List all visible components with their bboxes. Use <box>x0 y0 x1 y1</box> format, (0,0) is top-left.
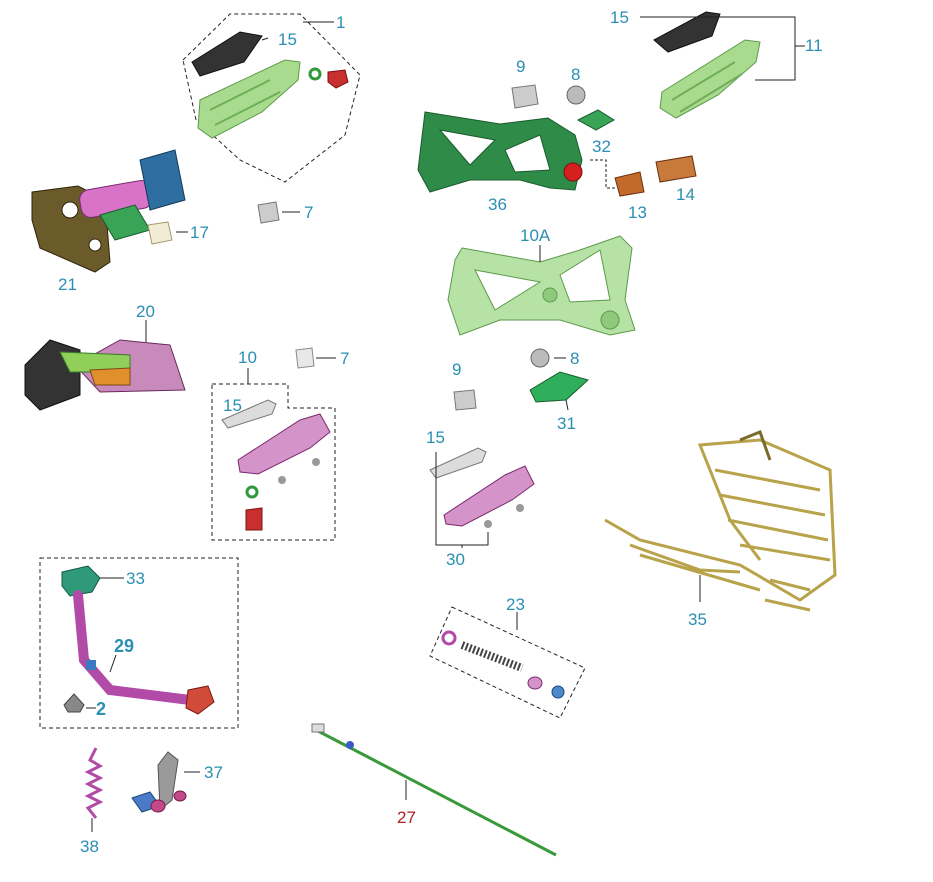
label-38: 38 <box>80 837 99 856</box>
spacer-32 <box>576 109 615 131</box>
label-23: 23 <box>506 595 525 614</box>
nut-7a <box>257 201 280 224</box>
o-ring <box>308 67 322 81</box>
bracket-21 <box>31 149 300 273</box>
label-20: 20 <box>136 302 155 321</box>
label-15b: 15 <box>610 8 629 27</box>
rack-35 <box>604 430 837 612</box>
footpeg-1 <box>197 59 301 139</box>
footpeg-30 <box>443 465 535 527</box>
label-15a: 15 <box>278 30 297 49</box>
label-27: 27 <box>397 808 416 827</box>
plate-31 <box>529 371 590 403</box>
label-1: 1 <box>336 13 345 32</box>
label-8b: 8 <box>570 349 579 368</box>
spring-38-arm-37 <box>84 747 200 832</box>
footpeg-11 <box>659 39 761 119</box>
bracket-10a <box>447 235 636 336</box>
label-13: 13 <box>628 203 647 222</box>
ball-8b <box>530 348 550 368</box>
group-29-pedal <box>39 557 239 729</box>
rubber-pad-15a <box>191 31 263 77</box>
rod-27 <box>311 723 557 857</box>
label-17: 17 <box>190 223 209 242</box>
label-2: 2 <box>96 699 106 719</box>
rubber-pad-15b <box>653 11 721 53</box>
group-11-footpeg <box>640 11 805 119</box>
label-37: 37 <box>204 763 223 782</box>
label-15d: 15 <box>426 428 445 447</box>
bracket-20 <box>24 320 186 411</box>
label-10a: 10A <box>520 226 551 245</box>
label-29: 29 <box>114 636 134 656</box>
bracket-36 <box>417 84 697 197</box>
label-33: 33 <box>126 569 145 588</box>
label-21: 21 <box>58 275 77 294</box>
rubber-pad-15d <box>429 447 487 479</box>
label-9a: 9 <box>516 57 525 76</box>
label-36: 36 <box>488 195 507 214</box>
label-7a: 7 <box>304 203 313 222</box>
label-8a: 8 <box>571 65 580 84</box>
group-30-footpeg <box>429 348 590 548</box>
label-30: 30 <box>446 550 465 569</box>
rubber-pad-15c <box>221 399 277 429</box>
label-10: 10 <box>238 348 257 367</box>
cap-2 <box>63 693 85 713</box>
label-7b: 7 <box>340 349 349 368</box>
label-35: 35 <box>688 610 707 629</box>
nut-9b <box>453 389 477 411</box>
label-11: 11 <box>805 36 823 55</box>
cap-17 <box>147 221 173 245</box>
pin-red-10 <box>245 507 263 531</box>
pin-red <box>327 69 349 89</box>
group-1-footrest-assembly <box>182 13 361 183</box>
label-14: 14 <box>676 185 695 204</box>
ball-8a <box>566 85 586 105</box>
group-23-spring-kit <box>429 606 586 719</box>
part-labels: 1 15 15 11 9 8 32 36 13 14 7 17 21 10A 2… <box>58 8 823 856</box>
group-10-footpeg <box>211 347 336 541</box>
label-31: 31 <box>557 414 576 433</box>
label-15c: 15 <box>223 396 242 415</box>
nut-7b <box>295 347 315 369</box>
label-9b: 9 <box>452 360 461 379</box>
footpeg-10 <box>237 413 331 475</box>
nut-9a <box>511 84 539 109</box>
bush-14 <box>655 155 697 183</box>
bush-13 <box>614 171 645 197</box>
label-32: 32 <box>592 137 611 156</box>
pedal-pad-33 <box>61 565 101 597</box>
